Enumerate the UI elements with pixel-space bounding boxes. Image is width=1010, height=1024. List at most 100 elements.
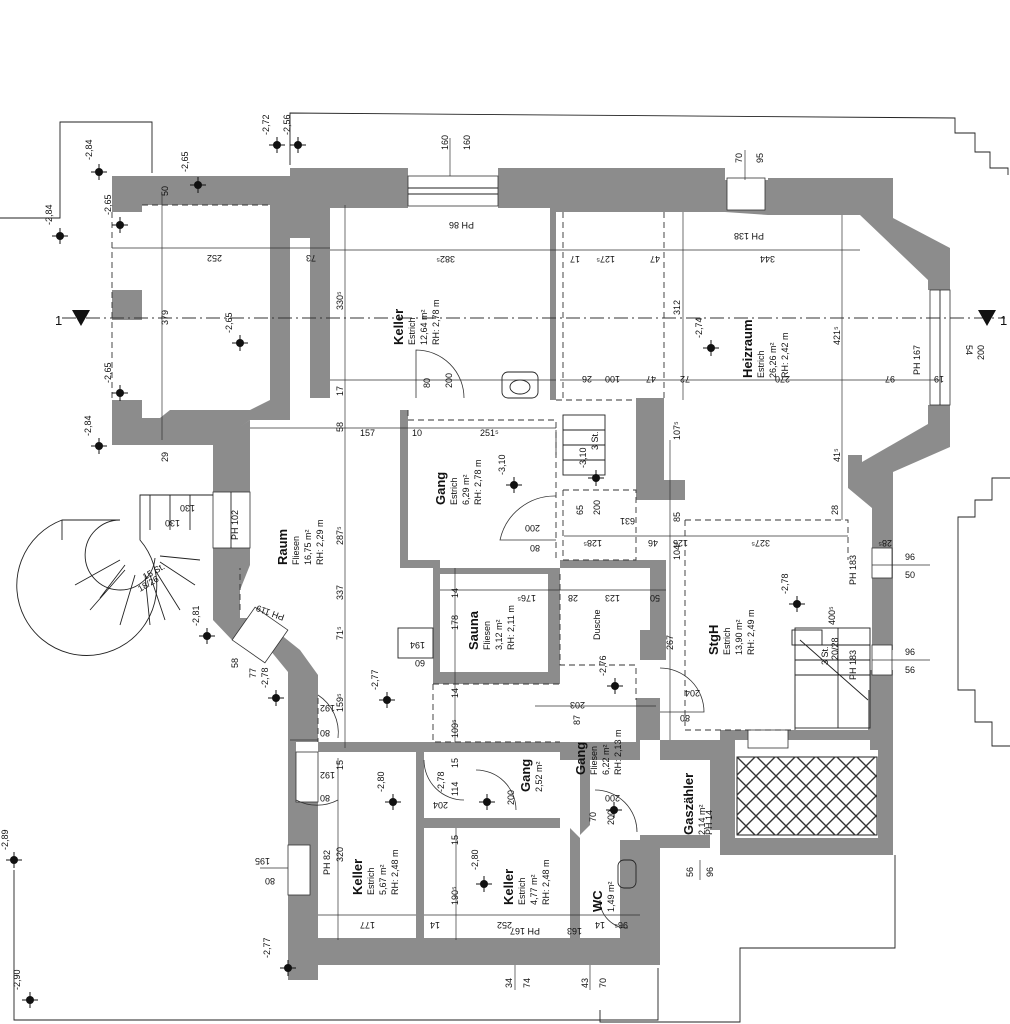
section-marker-left: 1	[55, 313, 62, 328]
level-marker	[52, 228, 68, 244]
room-gang-3: Gang 2,52 m²	[518, 759, 544, 792]
level-label: -2,89	[0, 829, 10, 850]
level-label: -2,78	[260, 667, 270, 688]
level-label: -2,76	[598, 655, 608, 676]
level-label: -2,65	[103, 362, 113, 383]
dim-label: 50	[905, 570, 915, 580]
dim-label: 80	[320, 793, 330, 803]
dim-label: 252	[497, 920, 512, 930]
room-height: RH: 2,11 m	[506, 605, 516, 650]
dim-label: 130	[165, 518, 180, 528]
room-height: RH: 2,42 m	[780, 332, 790, 378]
room-name: StgH	[706, 625, 721, 655]
room-area: 13,90 m²	[734, 619, 744, 655]
dim-label: 194	[410, 640, 425, 650]
dim-label: 56	[905, 665, 915, 675]
level-marker	[91, 438, 107, 454]
dim-label: 159⁵	[335, 693, 345, 712]
label-ph: PH 183	[848, 650, 858, 680]
doors	[290, 349, 705, 929]
room-height: RH: 2,29 m	[315, 519, 325, 565]
label-ph: PH 82	[322, 850, 332, 875]
room-heizraum: Heizraum Estrich 26,26 m² RH: 2,42 m	[740, 319, 790, 378]
room-height: RH: 2,48 m	[390, 849, 400, 895]
level-marker	[789, 596, 805, 612]
room-area: 12,64 m²	[419, 309, 429, 345]
dim-label: 10	[412, 428, 422, 438]
room-name: Gang	[433, 472, 448, 505]
room-area: 26,26 m²	[768, 342, 778, 378]
room-keller-3: Keller Estrich 4,77 m² RH: 2,48 m	[501, 859, 551, 905]
section-axis: 1 1	[55, 310, 1007, 328]
room-outlines	[111, 204, 849, 743]
dim-label: 200	[444, 373, 454, 388]
dim-label: 160	[462, 135, 472, 150]
dim-label: 14	[450, 688, 460, 698]
dim-label: 123	[605, 593, 620, 603]
level-marker	[476, 876, 492, 892]
room-floor: Estrich	[756, 350, 766, 378]
dim-label: 87	[572, 715, 582, 725]
dim-label: 127⁵	[596, 254, 615, 264]
room-height: RH: 2,13 m	[613, 729, 623, 775]
level-label: -2,65	[103, 194, 113, 215]
room-gaszaehler: Gaszähler 2,14 m²	[681, 773, 707, 835]
dim-label: 26	[582, 374, 592, 384]
room-name: Gang	[573, 742, 588, 775]
label-stairs: 3 St.	[820, 646, 830, 665]
level-label: -3,10	[578, 447, 588, 468]
room-gang-2: Gang Fliesen 6,22 m² RH: 2,13 m	[573, 729, 623, 775]
dim-label: 50	[160, 186, 170, 196]
level-label: -2,80	[470, 849, 480, 870]
dim-label: 56	[685, 867, 695, 877]
level-marker	[606, 802, 622, 818]
dim-label: 80	[320, 728, 330, 738]
level-label: -2,90	[12, 969, 22, 990]
dim-label: 14	[430, 920, 440, 930]
dim-label: 100	[605, 374, 620, 384]
room-floor: Estrich	[449, 477, 459, 505]
level-label: -2,84	[84, 139, 94, 160]
dim-label: 631	[620, 516, 635, 526]
dim-label: 71⁵	[335, 626, 345, 640]
site-outline	[0, 112, 1010, 1023]
level-label: -2,74	[694, 317, 704, 338]
windows	[212, 175, 951, 896]
dim-label: 157	[360, 428, 375, 438]
room-name: Gaszähler	[681, 773, 696, 835]
dim-label: 270	[775, 374, 790, 384]
dim-label: 80	[530, 543, 540, 553]
dim-label: 109⁵	[450, 719, 460, 738]
dim-label: 192	[320, 703, 335, 713]
level-label: -2,81	[191, 605, 201, 626]
dim-label: 19	[934, 374, 944, 384]
dim-label: 200	[592, 500, 602, 515]
dim-label: 97	[885, 374, 895, 384]
dim-label: 28⁵	[878, 538, 892, 548]
level-label: -3,10	[497, 454, 507, 475]
dim-label: 128⁵	[583, 538, 602, 548]
room-area: 2,52 m²	[534, 761, 544, 792]
room-keller-2: Keller Estrich 5,67 m² RH: 2,48 m	[350, 849, 400, 895]
level-label: -2,56	[282, 114, 292, 135]
room-name: Heizraum	[740, 319, 755, 378]
label-ph: PH 183	[848, 555, 858, 585]
room-floor: Fliesen	[482, 621, 492, 650]
dim-label: 312	[672, 300, 682, 315]
level-label: -2,65	[180, 151, 190, 172]
dim-label: 60	[415, 658, 425, 668]
room-name: Sauna	[466, 610, 481, 650]
dim-label: 80	[422, 378, 432, 388]
hatched-area	[736, 756, 878, 836]
dim-label: 15	[335, 760, 345, 770]
level-label: -2,65	[224, 312, 234, 333]
label-ph: PH 138	[734, 231, 764, 241]
dim-label: 200	[605, 793, 620, 803]
room-area: 2,14 m²	[697, 804, 707, 835]
dim-label: 251⁵	[480, 428, 499, 438]
dim-label: 28	[568, 593, 578, 603]
dim-label: 70	[598, 978, 608, 988]
dim-label: 200	[525, 523, 540, 533]
dim-label: 43	[580, 978, 590, 988]
room-height: RH: 2,49 m	[746, 609, 756, 655]
